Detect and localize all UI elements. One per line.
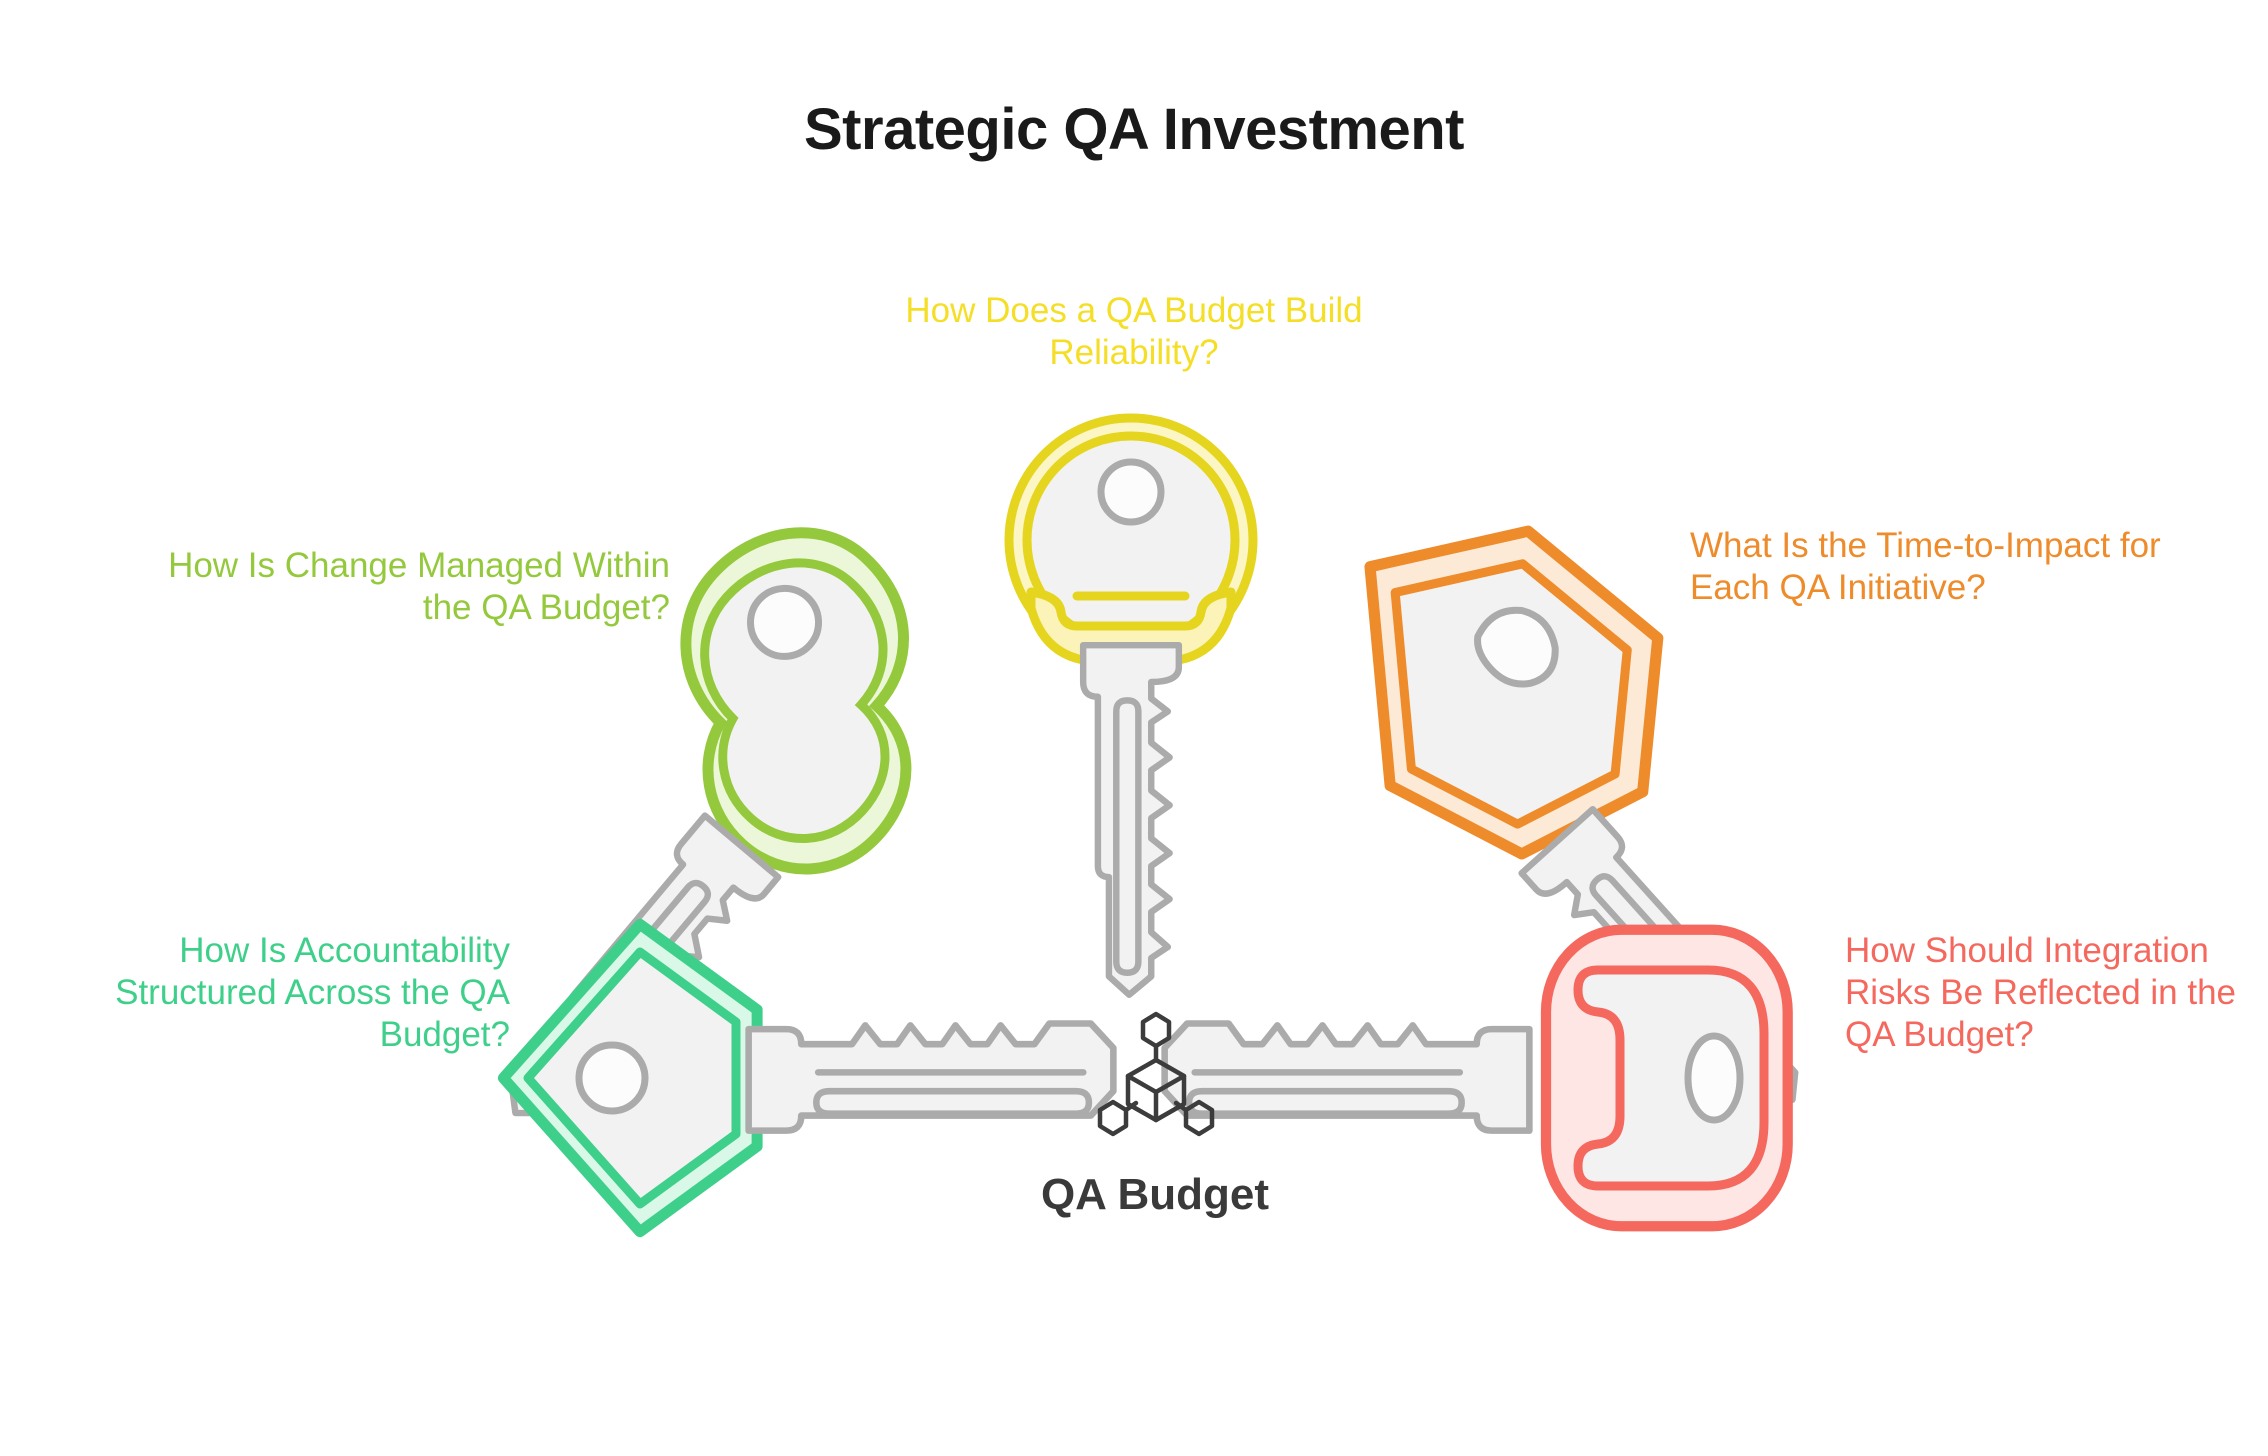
- branch-label-integration-risks: How Should Integration Risks Be Reflecte…: [1845, 931, 2237, 1054]
- branch-label-accountability: How Is Accountability Structured Across …: [115, 931, 510, 1054]
- key-green-hole: [747, 584, 823, 660]
- key-red-hole: [1684, 1032, 1744, 1124]
- key-orange-hole: [1474, 606, 1559, 688]
- branch-label-time-to-impact: What Is the Time-to-Impact for Each QA I…: [1690, 526, 2161, 607]
- page-title: Strategic QA Investment: [804, 97, 1464, 162]
- key-yellow-hole: [1097, 458, 1165, 526]
- branch-label-reliability: How Does a QA Budget Build Reliability?: [905, 291, 1363, 372]
- branch-label-change-management: How Is Change Managed Within the QA Budg…: [168, 546, 670, 627]
- center-label: QA Budget: [1040, 1170, 1270, 1219]
- key-yellow: [1004, 413, 1258, 995]
- key-teal-hole: [575, 1041, 649, 1115]
- molecule-network-icon: [1097, 1011, 1215, 1137]
